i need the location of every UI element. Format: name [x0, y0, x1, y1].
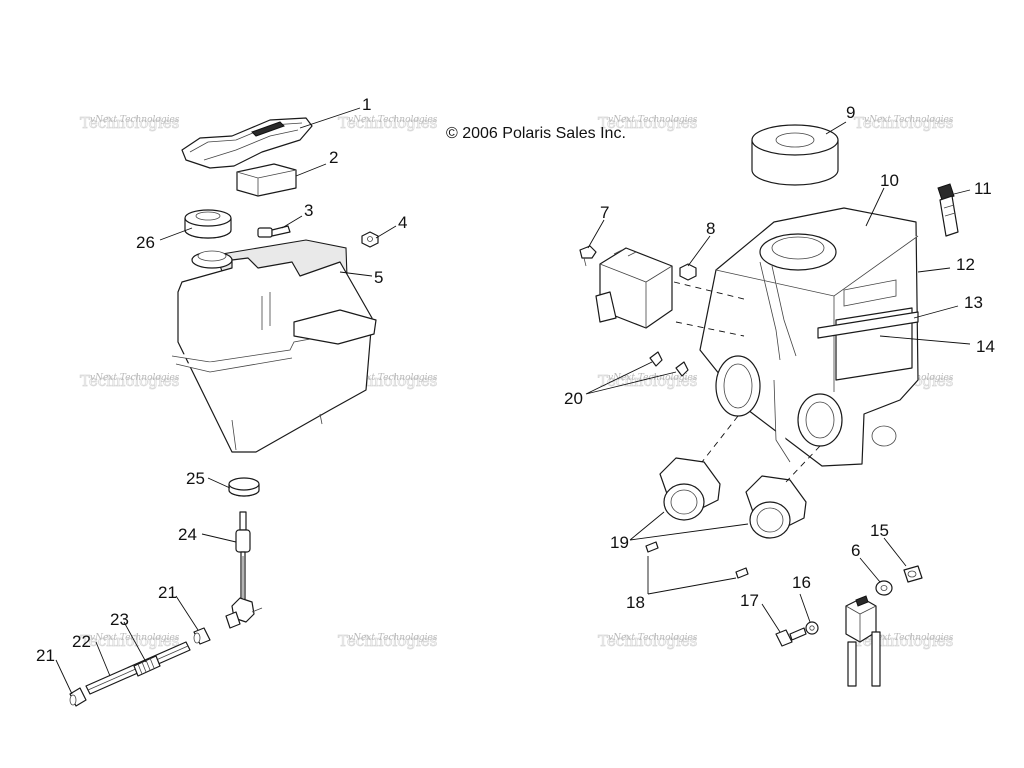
part-washer-6 [875, 580, 893, 596]
callout-1: 1 [362, 95, 371, 114]
callout-3: 3 [304, 201, 313, 220]
part-foam-block [236, 163, 297, 197]
callout-12: 12 [956, 255, 975, 274]
watermark: Technologies vNext Technologies [854, 114, 954, 133]
callout-7: 7 [600, 203, 609, 222]
watermark-bg-text: Technologies [598, 632, 697, 650]
part-grommet-25 [228, 477, 260, 497]
callout-24: 24 [178, 525, 197, 544]
callout-22: 22 [72, 632, 91, 651]
watermark-text: vNext Technologies [864, 633, 954, 643]
part-pin-lower [735, 567, 749, 579]
callout-21-left: 21 [36, 646, 55, 665]
watermark-bg-text: Technologies [338, 632, 437, 650]
part-intake-boot-right [745, 475, 807, 539]
watermark-text: vNext Technologies [348, 373, 438, 383]
part-screws-20 [649, 351, 689, 377]
callout-25: 25 [186, 469, 205, 488]
leader-lines [55, 107, 971, 695]
watermark-bg-text: Technologies [854, 114, 953, 132]
watermark: Technologies vNext Technologies [80, 372, 180, 391]
watermark-text: vNext Technologies [864, 115, 954, 125]
assembly-lines [673, 281, 821, 483]
part-electronic-module [595, 247, 673, 329]
watermark-text: vNext Technologies [90, 633, 180, 643]
callout-8: 8 [706, 219, 715, 238]
watermark-bg-text: Technologies [80, 114, 179, 132]
callout-17: 17 [740, 591, 759, 610]
callout-18: 18 [626, 593, 645, 612]
callout-labels: 1 2 3 4 5 6 7 8 9 10 11 12 13 14 15 16 1… [36, 95, 995, 665]
callout-15: 15 [870, 521, 889, 540]
part-nut-4 [361, 231, 379, 248]
watermark-text: vNext Technologies [90, 115, 180, 125]
part-screw-7 [579, 245, 597, 267]
part-nut-8 [679, 263, 697, 281]
part-washer-16 [805, 621, 819, 635]
part-hose-clamp-left [69, 687, 87, 707]
watermark-bg-text: Technologies [598, 114, 697, 132]
callout-26: 26 [136, 233, 155, 252]
watermark-bg-text: Technologies [338, 114, 437, 132]
callout-14: 14 [976, 337, 995, 356]
part-bolt-3 [257, 225, 291, 238]
callout-11: 11 [974, 179, 992, 198]
part-bolt-17 [775, 627, 807, 647]
watermark-bg-text: Technologies [80, 632, 179, 650]
callout-9: 9 [846, 103, 855, 122]
callout-21-right: 21 [158, 583, 177, 602]
part-tank-cover [181, 117, 313, 169]
callout-2: 2 [329, 148, 338, 167]
callout-16: 16 [792, 573, 811, 592]
part-foam-ring [751, 124, 839, 186]
part-airbox [699, 207, 919, 467]
callout-20: 20 [564, 389, 583, 408]
watermark: Technologies vNext Technologies [338, 632, 438, 651]
part-level-sensor [225, 511, 263, 629]
callout-23: 23 [110, 610, 129, 629]
watermark-bg-text: Technologies [80, 372, 179, 390]
callout-4: 4 [398, 213, 407, 232]
callout-5: 5 [374, 268, 383, 287]
callout-6: 6 [851, 541, 860, 560]
part-pin-upper [645, 541, 659, 553]
part-intake-boot-left [659, 457, 721, 521]
callout-19: 19 [610, 533, 629, 552]
watermark: Technologies vNext Technologies [598, 632, 698, 651]
part-oil-tank [171, 239, 377, 453]
watermark-text: vNext Technologies [608, 633, 698, 643]
watermark-text: vNext Technologies [608, 115, 698, 125]
part-filler-cap [184, 209, 232, 239]
watermark: Technologies vNext Technologies [598, 114, 698, 133]
copyright-text: © 2006 Polaris Sales Inc. [446, 125, 626, 142]
callout-10: 10 [880, 171, 899, 190]
watermark: Technologies vNext Technologies [338, 114, 438, 133]
part-hose-spring [133, 655, 161, 677]
part-latch-clip [937, 183, 959, 237]
callout-13: 13 [964, 293, 983, 312]
part-mount-bracket [845, 595, 881, 687]
watermark-text: vNext Technologies [348, 115, 438, 125]
watermark-text: vNext Technologies [348, 633, 438, 643]
part-bushing-15 [903, 565, 923, 583]
watermark: Technologies vNext Technologies [80, 114, 180, 133]
part-hose-clamp-right [193, 627, 211, 645]
watermark: Technologies vNext Technologies [80, 632, 180, 651]
watermark-text: vNext Technologies [90, 373, 180, 383]
